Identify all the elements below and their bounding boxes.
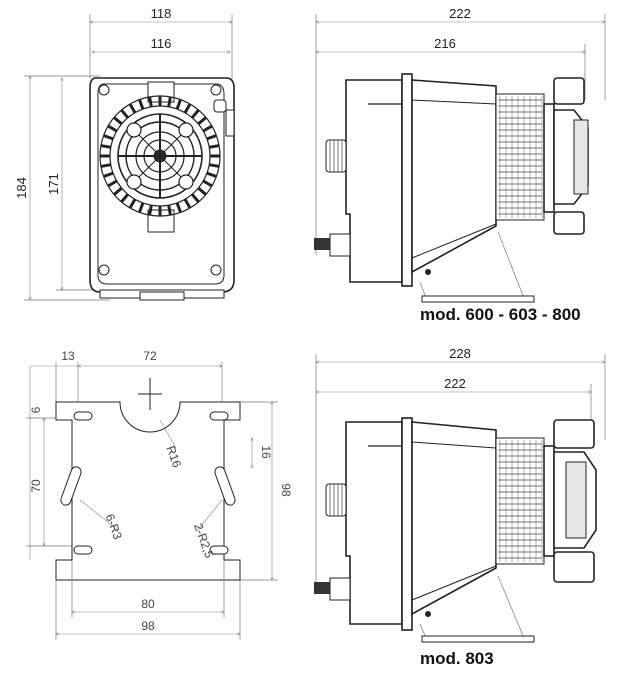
knob-grip-bottom xyxy=(329,484,343,516)
cooling-ribs xyxy=(100,96,220,216)
base-plate: 13 72 6 70 16 98 R1 xyxy=(26,349,293,640)
knob-grip xyxy=(329,140,343,172)
dim-118: 118 xyxy=(151,6,172,21)
front-view: 118 116 184 171 xyxy=(14,6,235,301)
side-view-top: 222 216 xyxy=(314,6,605,324)
dim-13: 13 xyxy=(61,349,75,363)
dim-222-top: 222 xyxy=(449,6,471,21)
dim-184: 184 xyxy=(14,177,29,199)
dim-98-horizontal: 98 xyxy=(141,619,155,633)
dim-80: 80 xyxy=(141,597,155,611)
dim-98-vertical: 98 xyxy=(279,483,293,497)
dim-16: 16 xyxy=(259,445,273,459)
dim-216: 216 xyxy=(434,36,456,51)
model-label-top: mod. 600 - 603 - 800 xyxy=(420,305,581,324)
dim-72: 72 xyxy=(143,349,157,363)
dim-116: 116 xyxy=(151,36,172,51)
dim-222-bottom: 222 xyxy=(444,376,466,391)
head-ribs xyxy=(498,96,543,218)
side-view-bottom: 228 222 mod. 803 xyxy=(314,346,605,668)
dim-70: 70 xyxy=(29,479,43,493)
dim-171: 171 xyxy=(46,173,61,195)
dim-228: 228 xyxy=(449,346,471,361)
dim-6: 6 xyxy=(29,406,43,413)
head-ribs-bottom xyxy=(498,440,543,562)
model-label-bottom: mod. 803 xyxy=(420,649,494,668)
mounting-slots xyxy=(60,411,236,555)
